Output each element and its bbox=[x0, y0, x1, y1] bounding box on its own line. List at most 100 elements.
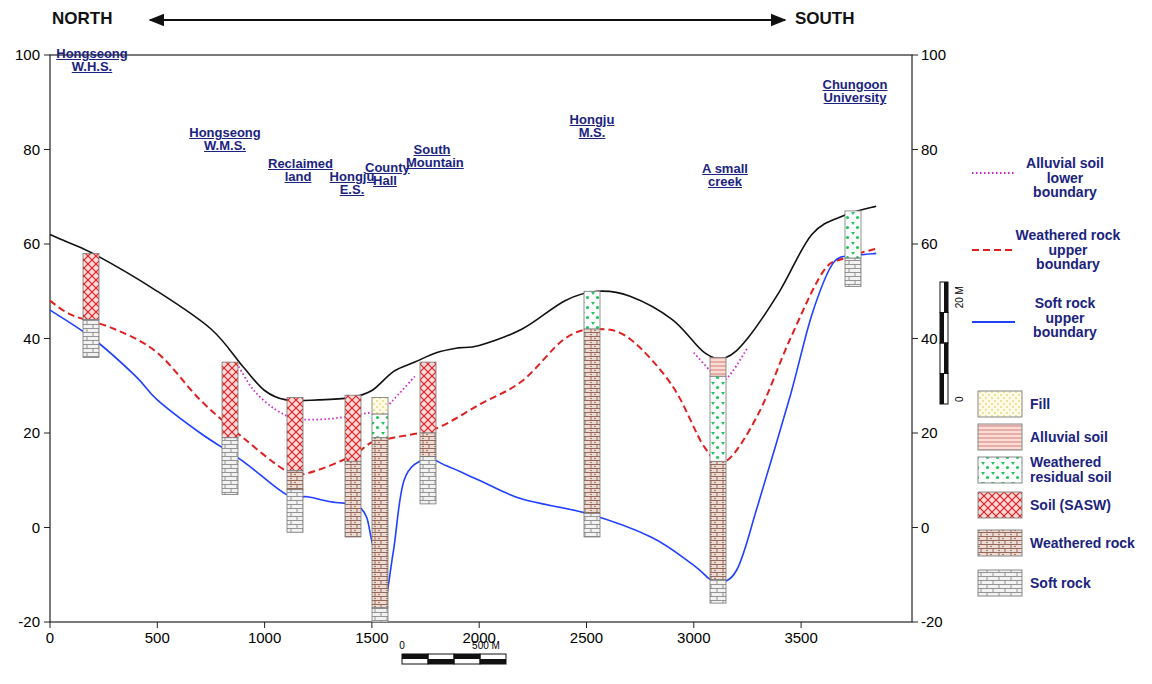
legend-swatch bbox=[978, 570, 1022, 596]
site-label: County Hall bbox=[365, 161, 405, 187]
axis-tick bbox=[44, 527, 50, 528]
borehole-layer bbox=[420, 457, 436, 504]
borehole-layer bbox=[287, 490, 303, 533]
scale-bar bbox=[428, 654, 454, 664]
axis-label: 80 bbox=[921, 142, 938, 158]
direction-label: SOUTH bbox=[795, 10, 855, 28]
borehole-layer bbox=[710, 357, 726, 376]
axis-label: 0 bbox=[921, 520, 929, 536]
site-label: Chungoon University bbox=[810, 78, 900, 104]
legend-swatch bbox=[978, 424, 1022, 450]
borehole-layer bbox=[710, 461, 726, 579]
scale-label: 500 M bbox=[472, 641, 500, 652]
borehole-layer bbox=[372, 414, 388, 438]
borehole-layer bbox=[584, 513, 600, 537]
scale-bar bbox=[940, 313, 944, 344]
axis-label: 60 bbox=[921, 236, 938, 252]
borehole-layer bbox=[345, 395, 361, 461]
axis-tick bbox=[912, 338, 918, 339]
borehole-layer bbox=[287, 471, 303, 490]
plot-frame bbox=[50, 55, 912, 622]
axis-tick bbox=[44, 55, 50, 56]
axis-tick bbox=[693, 622, 694, 628]
axis-label: 3000 bbox=[677, 630, 710, 646]
legend-swatch bbox=[978, 457, 1022, 483]
borehole-layer bbox=[420, 362, 436, 433]
axis-tick bbox=[479, 622, 480, 628]
axis-tick bbox=[44, 622, 50, 623]
axis-tick bbox=[44, 433, 50, 434]
axis-label: 40 bbox=[921, 331, 938, 347]
axis-label: 0 bbox=[32, 520, 40, 536]
borehole-layer bbox=[420, 433, 436, 457]
axis-tick bbox=[157, 622, 158, 628]
axis-label: 60 bbox=[23, 236, 40, 252]
scale-bar bbox=[454, 654, 480, 664]
axis-tick bbox=[44, 338, 50, 339]
site-label: A small creek bbox=[690, 162, 760, 188]
direction-label: NORTH bbox=[52, 10, 112, 28]
axis-tick bbox=[912, 527, 918, 528]
soft-rock-boundary bbox=[50, 253, 876, 607]
site-label: Hongseong W.H.S. bbox=[52, 47, 132, 73]
axis-tick bbox=[912, 622, 918, 623]
legend-line bbox=[972, 321, 1015, 323]
legend-line bbox=[972, 172, 1015, 174]
axis-label: 3500 bbox=[784, 630, 817, 646]
site-label: South Mountain bbox=[406, 143, 458, 169]
axis-label: 2500 bbox=[570, 630, 603, 646]
scale-bar bbox=[940, 343, 948, 374]
borehole-layer bbox=[222, 438, 238, 495]
legend-label: Soft rock bbox=[1030, 576, 1140, 591]
legend-swatch bbox=[978, 492, 1022, 518]
direction-arrow bbox=[150, 19, 785, 21]
borehole-layer bbox=[222, 362, 238, 438]
legend-swatch bbox=[978, 391, 1022, 417]
borehole-layer bbox=[287, 398, 303, 471]
axis-label: 500 bbox=[145, 630, 170, 646]
site-label: Hongseong W.M.S. bbox=[185, 126, 265, 152]
borehole-layer bbox=[372, 398, 388, 415]
axis-tick bbox=[801, 622, 802, 628]
axis-tick bbox=[44, 149, 50, 150]
borehole-layer bbox=[83, 320, 99, 358]
axis-label: -20 bbox=[18, 614, 40, 630]
axis-tick bbox=[912, 149, 918, 150]
borehole-layer bbox=[710, 376, 726, 461]
scale-label: 0 bbox=[955, 396, 966, 402]
axis-label: 100 bbox=[15, 47, 40, 63]
axis-tick bbox=[371, 622, 372, 628]
axis-label: 1500 bbox=[355, 630, 388, 646]
scale-bar bbox=[402, 654, 428, 664]
axis-tick bbox=[50, 622, 51, 628]
legend-label: Alluvial soil lower boundary bbox=[1017, 156, 1113, 200]
axis-label: 20 bbox=[921, 425, 938, 441]
axis-tick bbox=[264, 622, 265, 628]
weathered-rock-boundary bbox=[50, 249, 876, 475]
scale-label: 20 M bbox=[955, 286, 966, 308]
scale-bar bbox=[944, 282, 948, 313]
scale-bar bbox=[940, 313, 948, 344]
legend-label: Weathered rock upper boundary bbox=[1015, 228, 1121, 272]
borehole-layer bbox=[710, 579, 726, 603]
axis-label: -20 bbox=[921, 614, 943, 630]
legend-label: Alluvial soil bbox=[1030, 430, 1140, 445]
axis-label: 80 bbox=[23, 142, 40, 158]
legend-label: Weathered rock bbox=[1030, 536, 1140, 551]
borehole-layer bbox=[584, 291, 600, 329]
axis-tick bbox=[912, 244, 918, 245]
borehole-layer bbox=[345, 461, 361, 537]
scale-bar bbox=[940, 374, 948, 405]
legend-swatch bbox=[978, 530, 1022, 556]
scale-bar bbox=[940, 282, 948, 313]
ground-surface bbox=[50, 206, 876, 401]
borehole-layer bbox=[584, 329, 600, 513]
borehole-layer bbox=[845, 211, 861, 258]
legend-label: Fill bbox=[1030, 397, 1140, 412]
axis-tick bbox=[44, 244, 50, 245]
site-label: Hongju M.S. bbox=[562, 113, 622, 139]
axis-label: 40 bbox=[23, 331, 40, 347]
site-label: Reclaimed land bbox=[268, 157, 328, 183]
axis-tick bbox=[586, 622, 587, 628]
